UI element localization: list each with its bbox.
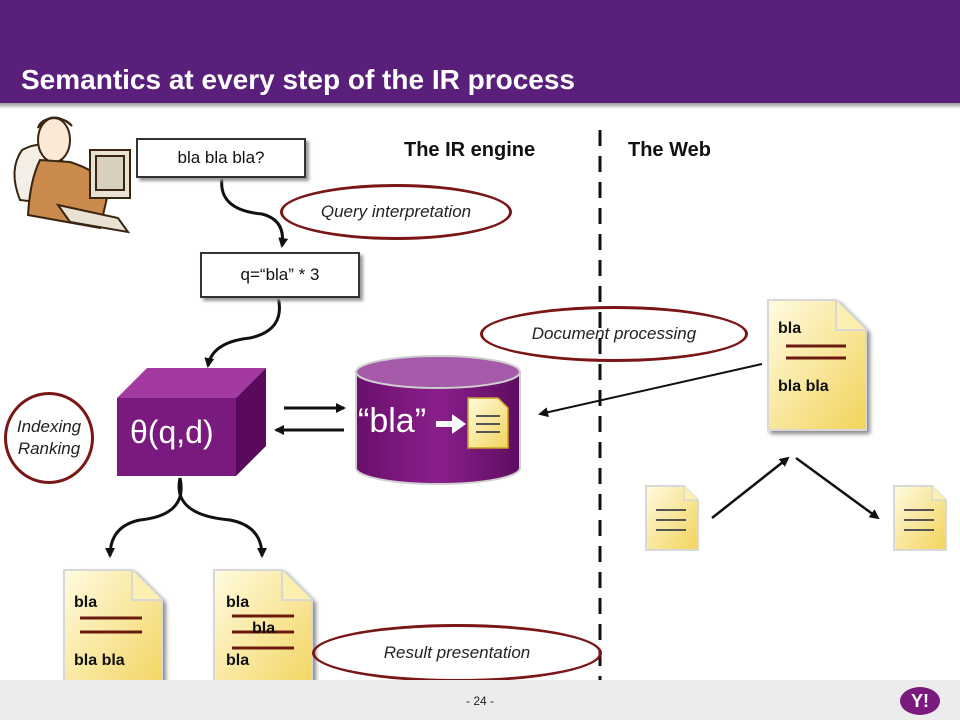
web-link-arrow-down [795, 456, 880, 520]
result-document-2-icon [213, 569, 313, 701]
yahoo-logo-text: Y! [911, 691, 929, 711]
document-processing-oval: Document processing [480, 306, 748, 362]
query-to-engine-arrow [204, 296, 281, 368]
result1-line1: bla [74, 594, 98, 611]
query-interpretation-oval: Query interpretation [280, 184, 512, 240]
indexing-ranking-oval: Indexing Ranking [4, 392, 94, 484]
result-presentation-oval: Result presentation [312, 624, 602, 682]
ranking-cube [117, 368, 266, 476]
index-term-label: “bla” [358, 402, 427, 440]
web-document-icon [767, 299, 867, 431]
web-header: The Web [628, 139, 711, 161]
document-processing-arrow [538, 363, 763, 418]
ranking-label: Ranking [17, 439, 81, 458]
title-banner [0, 0, 960, 103]
ranking-function-label: θ(q,d) [130, 414, 214, 450]
query-interpretation-arrow [220, 177, 289, 248]
web-doc-line2: bla bla [778, 378, 829, 395]
result-arrow-left [105, 477, 183, 558]
indexing-label: Indexing [16, 416, 82, 436]
result-document-1-icon [63, 569, 163, 701]
slide-title: Semantics at every step of the IR proces… [21, 64, 575, 95]
ir-engine-header: The IR engine [404, 139, 536, 161]
web-link-arrow-up [711, 456, 790, 519]
index-document-icon [467, 397, 509, 449]
result2-line3: bla [226, 652, 250, 669]
index-doc-arrow [436, 414, 466, 434]
query-text-box: bla bla bla? [136, 138, 306, 178]
result2-line2: bla [252, 620, 276, 637]
interpreted-query-box: q=“bla” * 3 [200, 252, 360, 298]
banner-shadow [0, 103, 960, 109]
result2-line1: bla [226, 594, 250, 611]
result-arrow-right [177, 477, 267, 558]
user-figure-icon [13, 116, 131, 234]
web-doc-line1: bla [778, 320, 802, 337]
yahoo-logo-icon: Y! [900, 687, 940, 715]
result1-line2: bla bla [74, 652, 125, 669]
page-number: - 24 - [465, 694, 494, 708]
web-document-small-left-icon [645, 485, 699, 551]
web-document-small-right-icon [893, 485, 947, 551]
footer-bar [0, 680, 960, 720]
